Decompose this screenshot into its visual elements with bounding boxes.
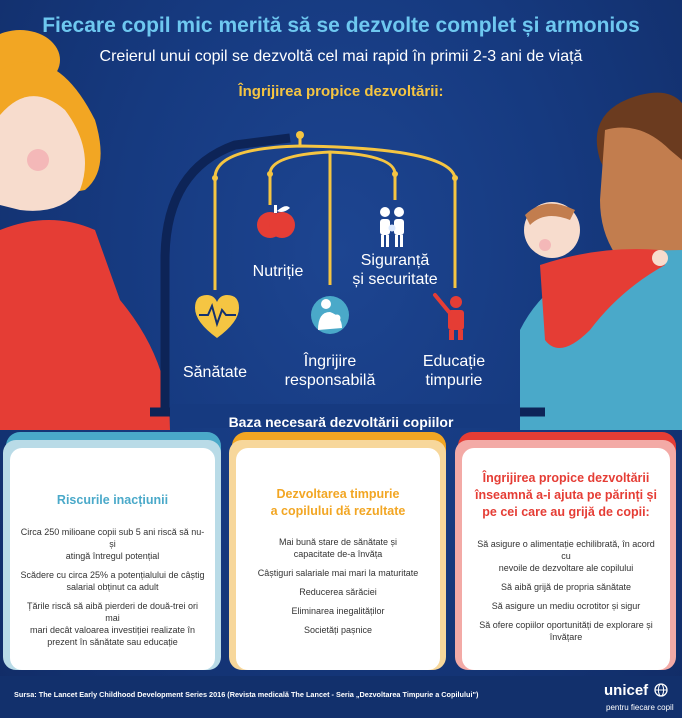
unicef-wordmark: unicef [604, 682, 649, 699]
list-item: Câștiguri salariale mai mari la maturita… [257, 568, 419, 578]
baby-illustration [524, 202, 668, 348]
card-nurturing-heading: Îngrijirea propice dezvoltării înseamnă … [474, 471, 657, 519]
child-raising-hand-icon [433, 293, 464, 340]
mobile-hanger [213, 135, 457, 290]
list-item: Eliminarea inegalităților [291, 606, 385, 616]
card-nurturing-care: Îngrijirea propice dezvoltării înseamnă … [462, 448, 670, 670]
mobile-item-early-education: Educație timpurie [422, 353, 486, 389]
family-icon [380, 207, 404, 247]
globe-icon [654, 683, 669, 697]
card-nurturing-list: Să asigure o alimentație echilibrată, în… [472, 538, 660, 650]
source-note: Sursa: The Lancet Early Childhood Develo… [14, 690, 479, 699]
base-bar [170, 404, 520, 428]
mobile-item-nutrition: Nutriție [252, 263, 304, 280]
card-risks-heading: Riscurile inacțiunii [56, 493, 169, 507]
list-item: Să ofere copiilor oportunități de explor… [479, 620, 653, 642]
caregiver-icon [311, 296, 349, 334]
card-risks-list: Circa 250 milioane copii sub 5 ani riscă… [20, 526, 205, 655]
page-title: Fiecare copil mic merită să se dezvolte … [42, 14, 640, 37]
mobile-item-responsive-care: Îngrijire responsabilă [284, 353, 376, 389]
card-results-list: Mai bună stare de sănătate și capacitate… [246, 536, 430, 643]
list-item: Circa 250 milioane copii sub 5 ani riscă… [20, 527, 205, 561]
mother-illustration [0, 30, 170, 430]
card-risks: Riscurile inacțiunii Circa 250 milioane … [10, 448, 215, 670]
mobile-item-health: Sănătate [182, 364, 248, 381]
list-item: Țările riscă să aibă pierderi de două-tr… [26, 601, 199, 647]
heart-pulse-icon [195, 295, 239, 338]
list-item: Societăți pașnice [303, 625, 373, 635]
unicef-tagline: pentru fiecare copil [606, 703, 674, 712]
list-item: Să asigure un mediu ocrotitor și sigur [491, 601, 641, 611]
card-results-heading: Dezvoltarea timpurie a copilului dă rezu… [270, 487, 406, 518]
list-item: Reducerea sărăciei [299, 587, 377, 597]
unicef-logo: unicef [604, 682, 669, 699]
list-item: Scădere cu circa 25% a potențialului de … [20, 570, 205, 592]
mobile-item-safety: Siguranță și securitate [352, 252, 438, 288]
mobile-heading: Îngrijirea propice dezvoltării: [238, 83, 444, 100]
page-subtitle: Creierul unui copil se dezvoltă cel mai … [99, 48, 583, 65]
base-label: Baza necesară dezvoltării copiilor [228, 414, 454, 430]
card-results: Dezvoltarea timpurie a copilului dă rezu… [236, 448, 440, 670]
footer [0, 676, 682, 718]
list-item: Să asigure o alimentație echilibrată, în… [477, 539, 655, 573]
apple-icon [257, 205, 295, 238]
list-item: Să aibă grijă de propria sănătate [500, 582, 632, 592]
list-item: Mai bună stare de sănătate și capacitate… [278, 537, 398, 559]
